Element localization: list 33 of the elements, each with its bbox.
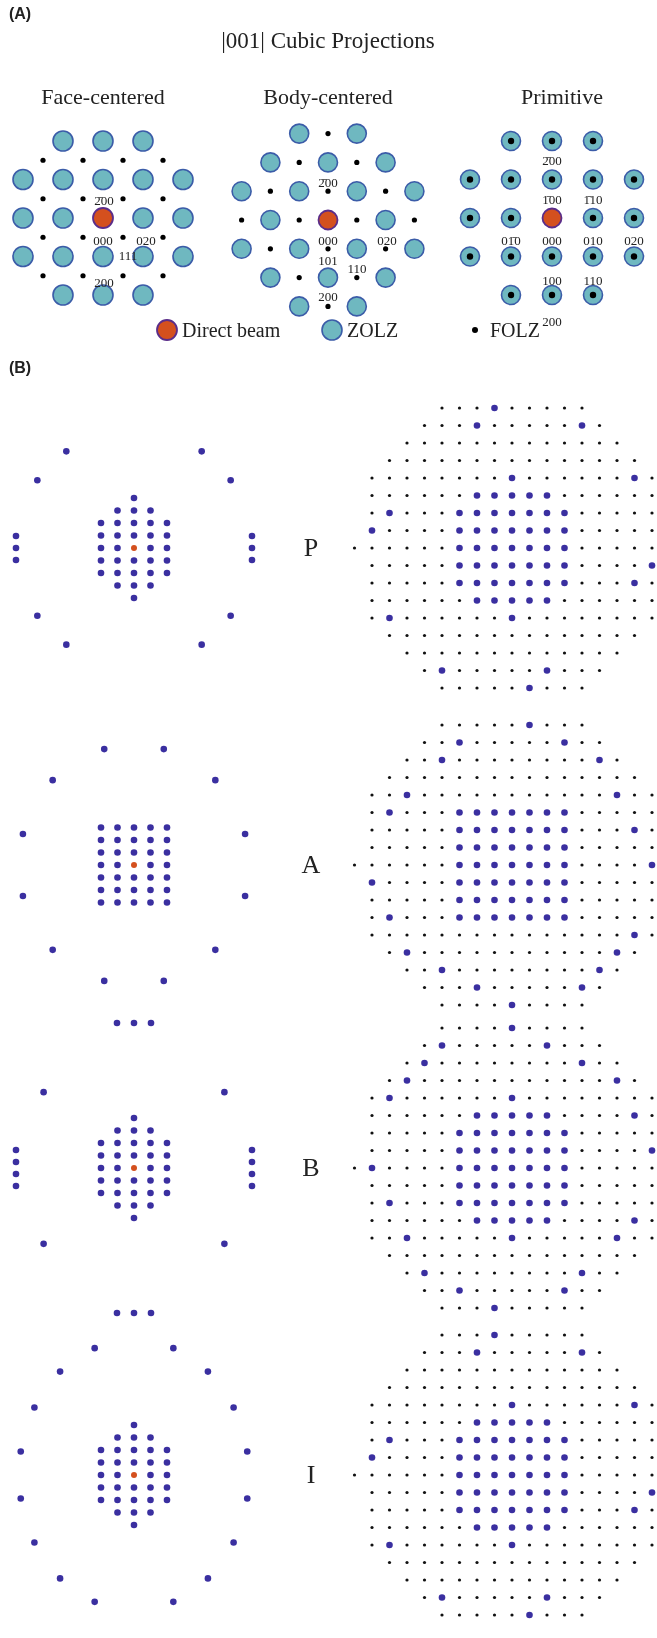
lattice-letter: A — [301, 852, 321, 878]
index-label: 000 — [318, 233, 338, 247]
index-label: 110 — [583, 273, 603, 287]
index-label: 000 — [542, 233, 562, 247]
index-label: 01̄0 — [501, 233, 521, 247]
column-heading: Body-centered — [263, 86, 393, 108]
index-label: 2̄00 — [94, 193, 114, 207]
index-label: 100 — [542, 273, 562, 287]
index-label: 000 — [93, 233, 113, 247]
index-label: 200 — [94, 275, 114, 289]
index-label: 020 — [624, 233, 644, 247]
legend-label: Direct beam — [182, 320, 281, 340]
lattice-letter: I — [306, 1462, 316, 1488]
index-label: 2̄00 — [542, 153, 562, 167]
panel-label: (A) — [8, 6, 32, 22]
lattice-letter: P — [303, 535, 319, 561]
index-label: 010 — [583, 233, 603, 247]
index-label: 020 — [377, 233, 397, 247]
figure-title: |001| Cubic Projections — [221, 28, 435, 52]
index-label: 020 — [136, 233, 156, 247]
legend-label: ZOLZ — [347, 320, 399, 340]
index-label: 110 — [347, 261, 367, 275]
legend-label: FOLZ — [490, 320, 540, 340]
index-label: 200 — [318, 289, 338, 303]
lattice-letter: B — [302, 1155, 320, 1181]
column-heading: Face-centered — [41, 86, 165, 108]
index-label: 200 — [542, 314, 562, 328]
panel-label: (B) — [8, 360, 32, 376]
column-heading: Primitive — [521, 86, 603, 108]
index-label: 1̄10 — [583, 192, 603, 206]
index-label: 2̄00 — [318, 175, 338, 189]
index-label: 1̄00 — [542, 192, 562, 206]
index-label: 101 — [318, 253, 338, 267]
